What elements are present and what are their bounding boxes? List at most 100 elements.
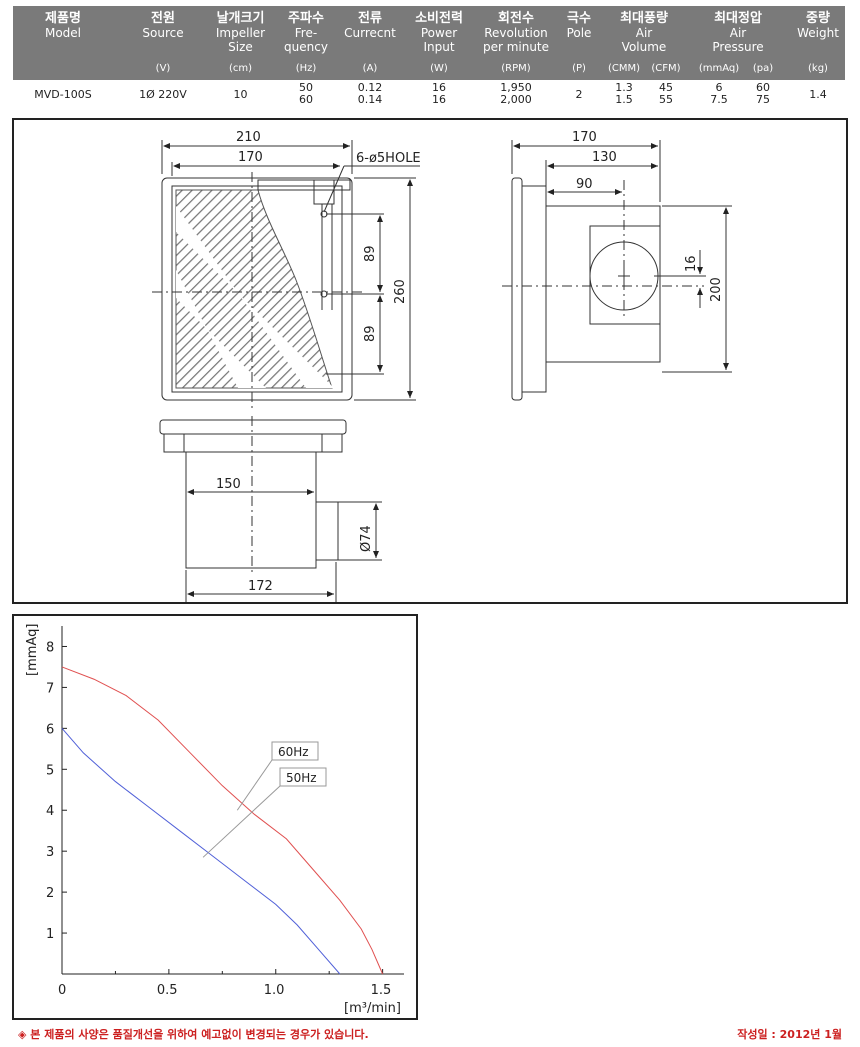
front-outer-frame xyxy=(161,177,353,401)
unit-current: (A) xyxy=(362,63,378,74)
col-current: 전류 Currecnt xyxy=(344,11,396,41)
cell-cmm-50: 1.3 xyxy=(615,81,633,94)
label-90: 90 xyxy=(576,177,593,192)
label-89-lower: 89 xyxy=(363,325,378,342)
cell-power-50: 16 xyxy=(432,81,446,94)
unit-frequency: (Hz) xyxy=(295,63,317,74)
y-tick-label: 7 xyxy=(46,681,54,696)
front-view-labels: 210 170 6-ø5HOLE 89 89 260 xyxy=(236,130,421,342)
y-tick-label: 3 xyxy=(46,845,54,860)
cell-current-60: 0.14 xyxy=(357,93,383,106)
cell-weight: 1.4 xyxy=(809,88,827,101)
bottom-body xyxy=(185,451,317,569)
cell-mmaq-50: 6 xyxy=(715,81,723,94)
col-source: 전원 Source xyxy=(142,11,184,41)
col-pole: 극수 Pole xyxy=(566,11,592,41)
x-tick-label: 1.0 xyxy=(264,983,285,998)
cell-current-50: 0.12 xyxy=(357,81,383,94)
label-130: 130 xyxy=(592,150,617,165)
cell-cfm-50: 45 xyxy=(659,81,673,94)
cell-pa-60: 75 xyxy=(756,93,770,106)
legend-label-60Hz: 60Hz xyxy=(278,745,309,759)
unit-pa: (pa) xyxy=(752,63,774,74)
x-tick-label: 1.5 xyxy=(371,983,392,998)
label-16: 16 xyxy=(684,255,699,272)
cell-pole: 2 xyxy=(575,88,583,101)
y-tick-label: 4 xyxy=(46,804,54,819)
legend-leader-60Hz xyxy=(236,759,273,811)
duct-outlet xyxy=(315,501,339,561)
cell-size: 10 xyxy=(233,88,248,101)
label-200: 200 xyxy=(709,277,724,302)
cell-rpm-60: 2,000 xyxy=(500,93,532,106)
label-210: 210 xyxy=(236,130,261,145)
col-size: 날개크기 Impeller Size xyxy=(215,11,266,55)
cell-cmm-60: 1.5 xyxy=(615,93,633,106)
spec-table-row: MVD-100S 1Ø 220V 10 50 60 0.12 0.14 16 1… xyxy=(13,80,845,116)
chart-ylabel: [mmAq] xyxy=(25,624,40,676)
cell-source: 1Ø 220V xyxy=(139,88,187,101)
unit-source: (V) xyxy=(155,63,171,74)
top-bracket xyxy=(257,179,351,191)
footer-date: 작성일 : 2012년 1월 xyxy=(737,1028,842,1041)
y-tick-label: 5 xyxy=(46,763,54,778)
cell-power-60: 16 xyxy=(432,93,446,106)
cell-pa-50: 60 xyxy=(756,81,770,94)
series-line-50Hz xyxy=(61,728,341,975)
legend-label-50Hz: 50Hz xyxy=(286,771,317,785)
y-tick-label: 8 xyxy=(46,640,54,655)
side-view-labels: 170 130 90 16 200 xyxy=(572,130,724,302)
y-tick-label: 6 xyxy=(46,722,54,737)
col-air-volume: 최대풍량 Air Volume xyxy=(620,11,668,55)
side-duct-box xyxy=(589,225,661,325)
col-frequency: 주파수 Fre- quency xyxy=(284,11,328,55)
series-line-60Hz xyxy=(61,666,384,975)
side-flange xyxy=(521,185,547,393)
spec-table-header: 제품명 Model 전원 Source (V) 날개크기 Impeller Si… xyxy=(13,6,845,80)
y-tick-label: 1 xyxy=(46,927,54,942)
front-view xyxy=(152,140,420,412)
col-pressure: 최대정압 Air Pressure xyxy=(712,11,764,55)
unit-size: (cm) xyxy=(228,63,253,74)
cell-model: MVD-100S xyxy=(34,88,92,101)
drawing-svg: 210 170 6-ø5HOLE 89 89 260 150 172 xyxy=(152,130,732,604)
legend-leader-50Hz xyxy=(202,785,281,858)
col-rpm: 회전수 Revolution per minute xyxy=(482,11,550,55)
side-view xyxy=(502,140,732,401)
dimension-drawing: 210 170 6-ø5HOLE 89 89 260 150 172 xyxy=(12,118,848,604)
bottom-view-labels: 150 172 Ø74 xyxy=(216,477,374,594)
label-side-170: 170 xyxy=(572,130,597,145)
label-150: 150 xyxy=(216,477,241,492)
cell-frequency-60: 60 xyxy=(299,93,313,106)
chart-xlabel: [m³/min] xyxy=(344,1001,401,1016)
unit-power: (W) xyxy=(430,63,448,74)
unit-cmm: (CMM) xyxy=(607,63,641,74)
legend-box-60Hz xyxy=(271,741,319,761)
front-inner-frame xyxy=(171,185,343,393)
col-weight: 중량 Weight xyxy=(797,11,839,41)
col-power: 소비전력 Power Input xyxy=(415,11,463,55)
bottom-flange xyxy=(163,433,343,453)
unit-mmaq: (mmAq) xyxy=(698,63,740,74)
label-260: 260 xyxy=(393,279,408,304)
grille-hatch xyxy=(175,189,333,389)
footer-notice: ◈ 본 제품의 사양은 품질개선을 위하여 예고없이 변경되는 경우가 있습니다… xyxy=(18,1028,369,1041)
cell-frequency-50: 50 xyxy=(299,81,313,94)
legend-box-50Hz xyxy=(279,767,327,787)
unit-cfm: (CFM) xyxy=(651,63,681,74)
hole-leader xyxy=(323,165,345,213)
cell-mmaq-60: 7.5 xyxy=(710,93,728,106)
label-hole: 6-ø5HOLE xyxy=(356,151,421,166)
side-body xyxy=(545,205,661,363)
x-tick-label: 0 xyxy=(58,983,66,998)
x-tick-label: 0.5 xyxy=(157,983,178,998)
col-model: 제품명 Model xyxy=(44,11,82,41)
chart-lines xyxy=(61,666,384,975)
unit-weight: (kg) xyxy=(808,63,828,74)
cell-cfm-60: 55 xyxy=(659,93,673,106)
unit-rpm: (RPM) xyxy=(501,63,531,74)
label-74: Ø74 xyxy=(359,525,374,552)
